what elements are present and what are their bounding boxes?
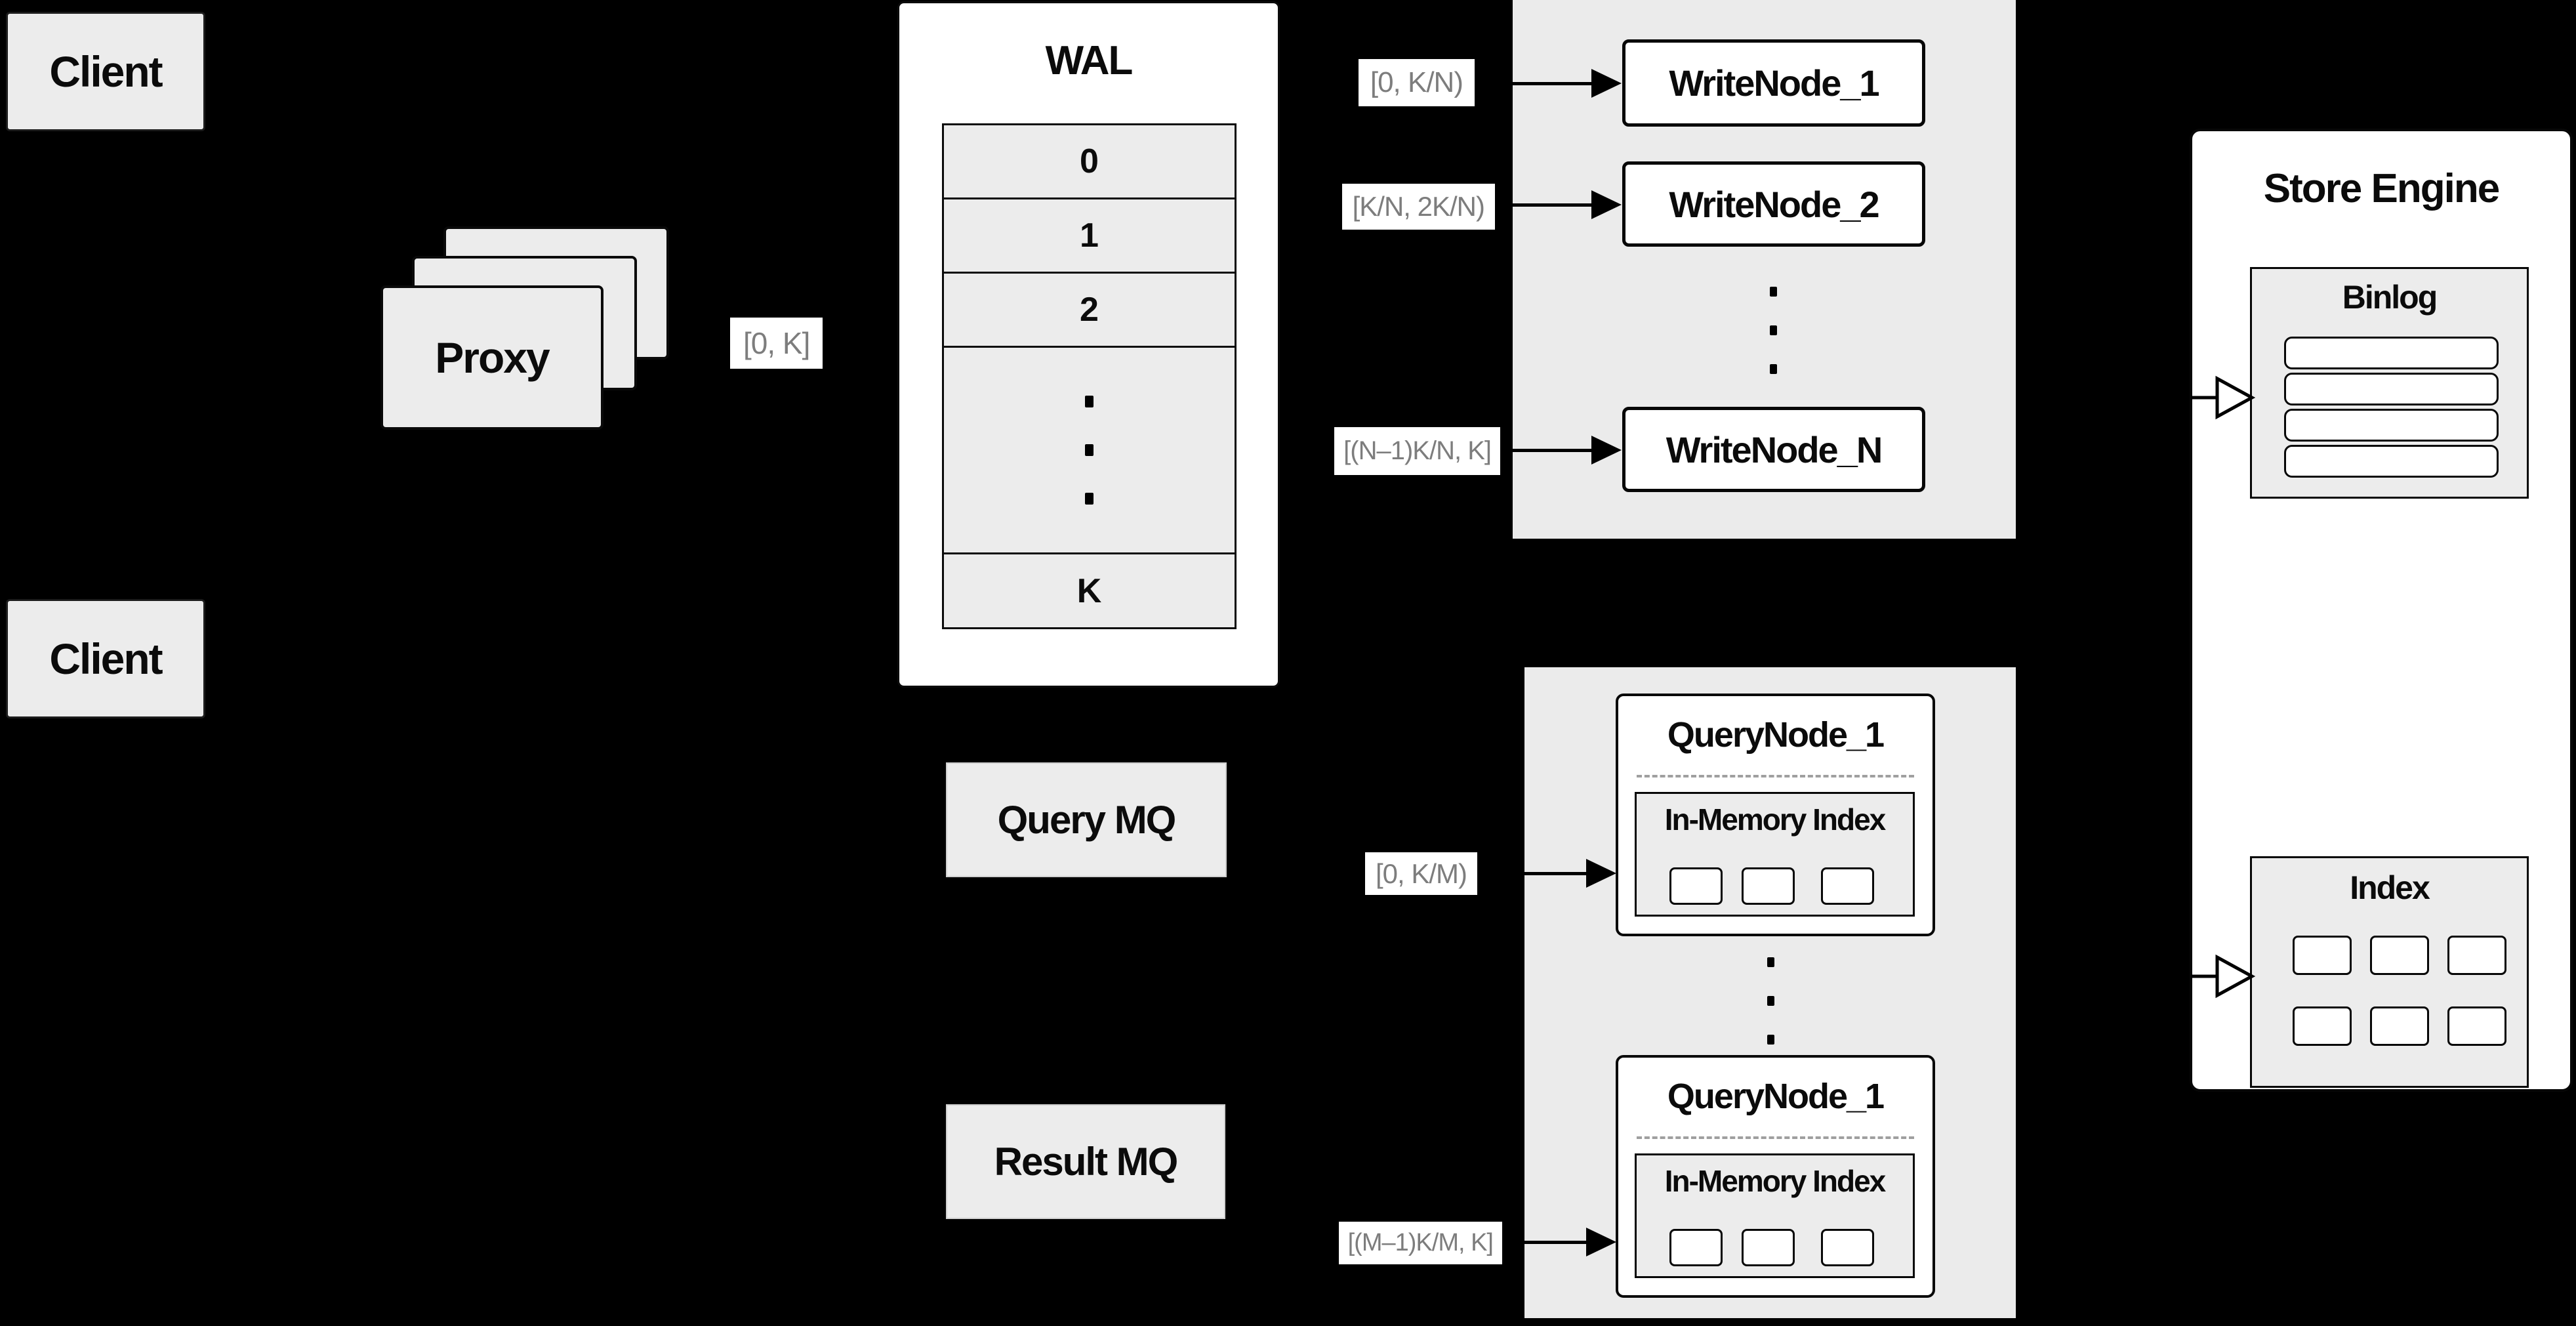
segment-square: [1669, 1229, 1723, 1266]
segment-square: [1821, 867, 1874, 905]
hollow-arrow-index: [2191, 954, 2256, 999]
segment-square: [1821, 1229, 1874, 1266]
write-node-2-label: WriteNode_2: [1669, 183, 1879, 225]
proxy-label: Proxy: [435, 333, 550, 382]
segment-square: [1669, 867, 1723, 905]
index-title: Index: [2350, 869, 2430, 906]
write-node-1-label: WriteNode_1: [1669, 62, 1879, 104]
segment-square: [1742, 867, 1795, 905]
arrow-to-querynode-top: [1477, 859, 1616, 888]
query-node-ellipsis-dots: [1767, 943, 1774, 1059]
hollow-arrow-binlog: [2191, 375, 2256, 420]
client-bottom-label: Client: [49, 634, 163, 683]
query-mq-label: Query MQ: [997, 798, 1177, 842]
arrow-to-querynode-bottom: [1502, 1228, 1616, 1256]
wal-title: WAL: [1045, 38, 1134, 83]
index-square: [2447, 936, 2506, 975]
client-top-label: Client: [49, 47, 163, 96]
wal-row-0: 0: [942, 123, 1237, 199]
in-memory-index-top: In-Memory Index: [1635, 792, 1915, 917]
query-node-top: QueryNode_1 In-Memory Index: [1616, 694, 1935, 936]
binlog-row: [2284, 445, 2499, 478]
query-mq-box: Query MQ: [946, 762, 1227, 877]
wal-row-1-label: 1: [1080, 217, 1099, 255]
wal-row-1: 1: [942, 197, 1237, 274]
binlog-box: Binlog: [2250, 267, 2529, 499]
binlog-row: [2284, 373, 2499, 405]
index-square: [2293, 1006, 2352, 1046]
client-box-bottom: Client: [6, 599, 205, 718]
query-node-top-title: QueryNode_1: [1667, 715, 1885, 755]
binlog-title: Binlog: [2342, 279, 2438, 316]
query-node-bottom-title: QueryNode_1: [1667, 1077, 1885, 1116]
store-engine-container: Store Engine Binlog Index: [2190, 129, 2573, 1092]
range-label-writenode-n-text: [(N–1)K/N, K]: [1343, 436, 1492, 465]
result-mq-label: Result MQ: [994, 1140, 1179, 1184]
range-label-writenode-2: [K/N, 2K/N): [1341, 184, 1495, 230]
wal-row-k-label: K: [1076, 571, 1102, 610]
arrow-to-writenode-n: [1500, 436, 1622, 465]
index-square: [2370, 1006, 2429, 1046]
index-square: [2447, 1006, 2506, 1046]
query-node-bottom: QueryNode_1 In-Memory Index: [1616, 1055, 1935, 1298]
range-label-writenode-2-text: [K/N, 2K/N): [1352, 191, 1485, 222]
range-label-querynode-top-text: [0, K/M): [1375, 858, 1467, 889]
segment-square: [1742, 1229, 1795, 1266]
range-label-writenode-n: [(N–1)K/N, K]: [1334, 427, 1500, 475]
arrow-to-writenode-1: [1475, 69, 1622, 98]
range-label-proxy: [0, K]: [730, 318, 823, 369]
wal-row-ellipsis: [942, 346, 1237, 554]
in-memory-index-bottom: In-Memory Index: [1635, 1153, 1915, 1278]
write-node-1: WriteNode_1: [1622, 39, 1925, 127]
wal-container: WAL 0 1 2 K: [897, 1, 1280, 688]
binlog-row: [2284, 337, 2499, 369]
in-memory-index-bottom-title: In-Memory Index: [1664, 1164, 1887, 1198]
index-square: [2293, 936, 2352, 975]
result-mq-box: Result MQ: [946, 1104, 1225, 1219]
wal-row-k: K: [942, 552, 1237, 629]
arrow-to-writenode-2: [1495, 190, 1622, 219]
range-label-querynode-top: [0, K/M): [1364, 852, 1477, 895]
query-node-bottom-divider: [1637, 1136, 1914, 1139]
write-node-2: WriteNode_2: [1622, 161, 1925, 247]
client-box-top: Client: [6, 12, 205, 131]
write-node-n: WriteNode_N: [1622, 407, 1925, 492]
binlog-row: [2284, 409, 2499, 442]
in-memory-index-top-title: In-Memory Index: [1664, 802, 1887, 837]
range-label-writenode-1-text: [0, K/N): [1370, 66, 1463, 98]
wal-row-2: 2: [942, 272, 1237, 348]
index-square: [2370, 936, 2429, 975]
range-label-writenode-1: [0, K/N): [1358, 59, 1475, 106]
store-engine-title: Store Engine: [2263, 166, 2500, 211]
query-node-top-divider: [1637, 775, 1914, 777]
range-label-proxy-text: [0, K]: [743, 326, 810, 360]
wal-ellipsis-dots: [1085, 377, 1094, 523]
wal-table: 0 1 2 K: [942, 123, 1237, 629]
range-label-querynode-bottom: [(M–1)K/M, K]: [1338, 1222, 1502, 1264]
write-node-n-label: WriteNode_N: [1666, 428, 1883, 470]
wal-row-0-label: 0: [1080, 142, 1099, 180]
range-label-querynode-bottom-text: [(M–1)K/M, K]: [1347, 1229, 1494, 1256]
proxy-box-front: Proxy: [380, 285, 603, 430]
write-node-ellipsis-dots: [1770, 272, 1777, 388]
wal-row-2-label: 2: [1080, 291, 1099, 329]
index-box: Index: [2250, 856, 2529, 1088]
